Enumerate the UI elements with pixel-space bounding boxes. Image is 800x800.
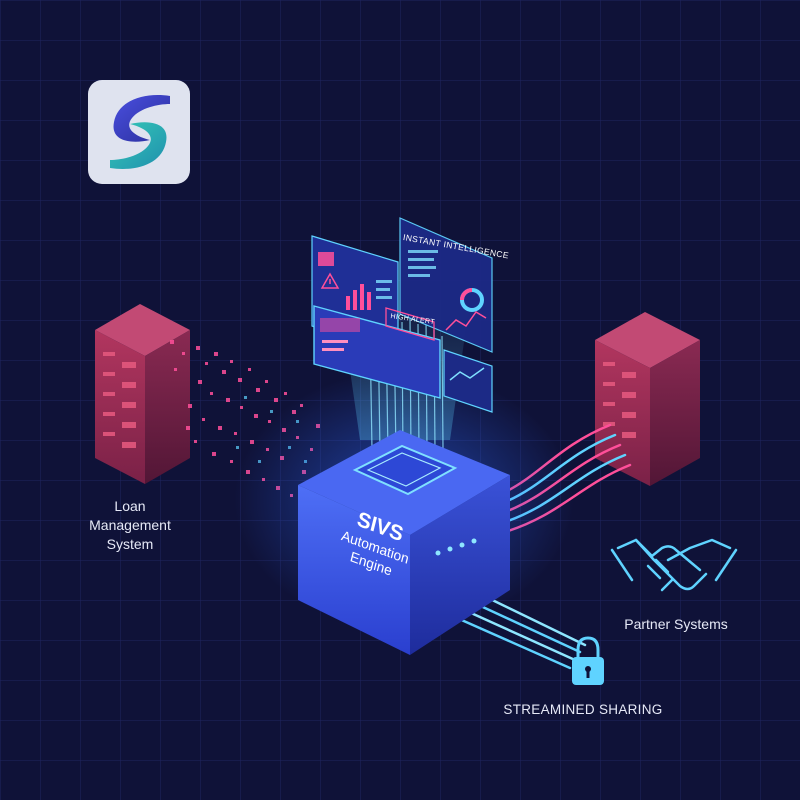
chart-icon (346, 284, 371, 310)
streamined-sharing-label: STREAMINED SHARING (503, 702, 663, 717)
label-line: Loan (114, 498, 146, 514)
lock-icon (572, 636, 604, 685)
handshake-icon (610, 538, 738, 592)
warning-icon (320, 272, 340, 289)
dashboard-panels (311, 217, 493, 413)
label-line: System (106, 536, 154, 552)
loan-management-label: Loan Management System (70, 497, 190, 554)
partner-systems-label: Partner Systems (624, 616, 728, 632)
server-icon (95, 304, 190, 484)
logo-icon (88, 80, 190, 184)
automation-engine (298, 430, 510, 655)
server-icon (595, 312, 700, 486)
label-line: Management (89, 517, 171, 533)
